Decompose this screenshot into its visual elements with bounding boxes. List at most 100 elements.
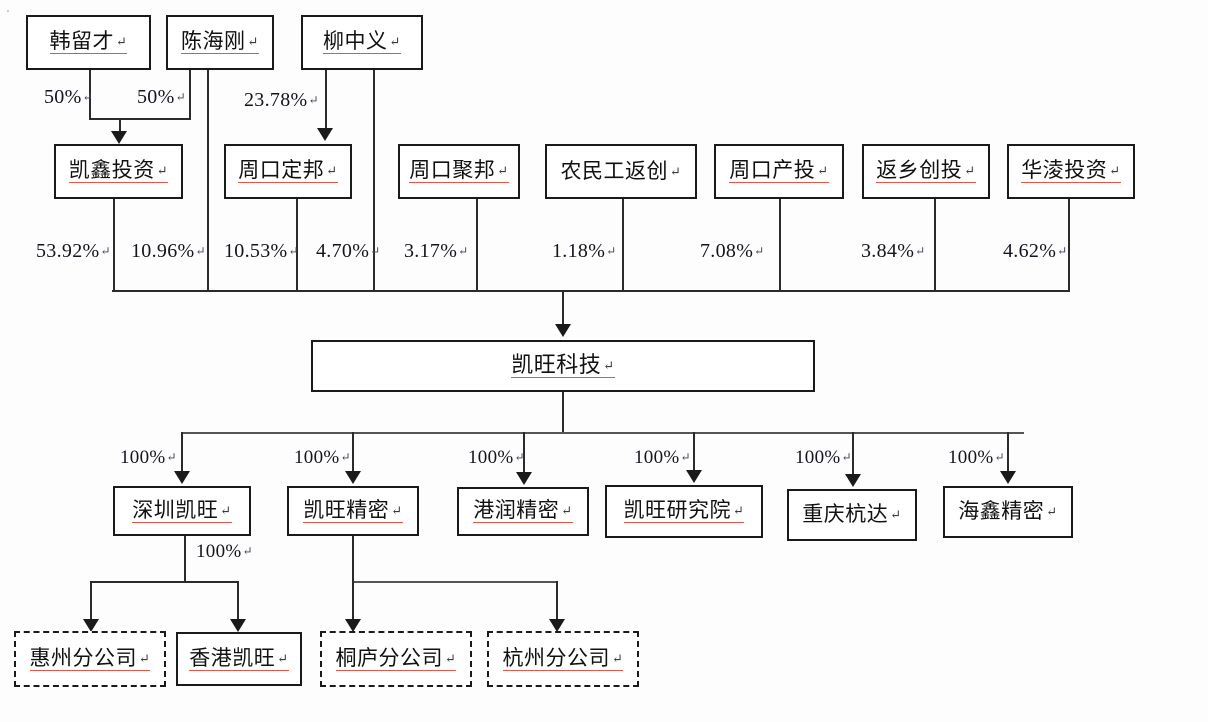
connector-jingmi-to-tonglu (352, 581, 354, 622)
connector-sub-drop-1 (181, 432, 183, 473)
connector-han-chen-join (89, 118, 191, 120)
node-zhoukou-jubang[interactable]: 周口聚邦 (398, 144, 520, 199)
pct-chen: 10.96% (131, 240, 206, 263)
node-zhoukou-chantou[interactable]: 周口产投 (714, 144, 844, 199)
node-label: 周口定邦 (238, 160, 338, 183)
node-label: 深圳凯旺 (132, 499, 232, 523)
node-label: 桐庐分公司 (335, 647, 457, 671)
connector-sub-drop-2 (352, 432, 354, 473)
connector-sub-drop-4 (693, 432, 695, 472)
pct-sub-3: 100% (468, 447, 525, 469)
node-label: 港润精密 (473, 500, 573, 523)
node-label: 凯旺精密 (303, 499, 403, 523)
pct-sub-1: 100% (120, 447, 177, 469)
pct-sz-to-branches: 100% (196, 541, 253, 563)
node-kaiwang-keji[interactable]: 凯旺科技 (311, 340, 815, 392)
connector-fanxiang-down (934, 199, 936, 292)
arrow-into-haixin (1000, 471, 1016, 484)
node-hualing-touzi[interactable]: 华淩投资 (1007, 144, 1135, 199)
connector-kaixin-drop (119, 118, 121, 135)
node-liu-zhongyi[interactable]: 柳中义 (301, 15, 423, 70)
node-haixin-jingmi[interactable]: 海鑫精密 (943, 486, 1073, 538)
stray-mark: ' (7, 8, 9, 20)
connector-jingmi-to-hangzhou (556, 581, 558, 622)
pct-liu: 4.70% (316, 240, 381, 263)
node-hongkong-kaiwang[interactable]: 香港凯旺 (176, 632, 302, 686)
connector-jingmi-split (352, 581, 557, 583)
connector-kaixin-down (113, 199, 115, 292)
node-label: 周口聚邦 (409, 160, 509, 183)
arrow-into-gangrun (516, 472, 532, 485)
connector-jubang-down (476, 199, 478, 292)
node-hangzhou-branch[interactable]: 杭州分公司 (487, 631, 639, 687)
pct-dingbang: 10.53% (224, 240, 299, 263)
node-fanxiang-chuangtou[interactable]: 返乡创投 (862, 144, 990, 199)
node-kaiwang-jingmi[interactable]: 凯旺精密 (287, 486, 419, 536)
node-han-liucai[interactable]: 韩留才 (26, 15, 151, 70)
connector-sz-to-hk (237, 581, 239, 622)
pct-jubang: 3.17% (404, 240, 469, 263)
connector-chen-passthrough (207, 70, 209, 292)
node-tonglu-branch[interactable]: 桐庐分公司 (320, 631, 472, 687)
connector-liu-to-dingbang (325, 70, 327, 131)
node-label: 返乡创投 (876, 160, 976, 183)
pct-sub-2: 100% (294, 447, 351, 469)
connector-fanchuang-down (622, 199, 624, 292)
node-shenzhen-kaiwang[interactable]: 深圳凯旺 (113, 486, 251, 536)
pct-chen-to-kaixin: 50% (137, 86, 186, 109)
arrow-into-hk-kaiwang (230, 619, 246, 632)
arrow-into-yanjiuyuan (686, 470, 702, 483)
node-label: 海鑫精密 (958, 501, 1057, 523)
connector-chantou-down (779, 199, 781, 292)
arrow-into-hangzhou (549, 619, 565, 632)
node-label: 惠州分公司 (29, 647, 151, 671)
pct-sub-6: 100% (948, 447, 1005, 469)
node-label: 重庆杭达 (802, 504, 901, 526)
node-label: 农民工返创 (561, 160, 682, 183)
node-zhoukou-dingbang[interactable]: 周口定邦 (224, 144, 352, 199)
arrow-into-sz-kaiwang (174, 471, 190, 484)
connector-shareholder-bus (112, 290, 1070, 292)
node-nongmingong-fanchuang[interactable]: 农民工返创 (545, 144, 697, 199)
pct-sub-4: 100% (634, 447, 691, 469)
arrow-into-chongqing (845, 474, 861, 487)
connector-sub-drop-5 (852, 432, 854, 476)
arrow-into-kaixin (111, 131, 127, 144)
pct-fanchuang: 1.18% (552, 240, 617, 263)
node-label: 柳中义 (323, 31, 401, 54)
node-label: 陈海刚 (181, 31, 259, 54)
pct-hualing: 4.62% (1003, 240, 1068, 263)
node-chen-haigang[interactable]: 陈海刚 (166, 15, 274, 70)
node-label: 华淩投资 (1021, 160, 1121, 183)
arrow-into-company (555, 324, 571, 337)
node-huizhou-branch[interactable]: 惠州分公司 (14, 631, 166, 687)
node-label: 杭州分公司 (502, 647, 624, 671)
connector-sz-split (90, 581, 239, 583)
pct-liu-to-dingbang: 23.78% (244, 89, 319, 112)
arrow-into-tonglu (345, 619, 361, 632)
node-kaiwang-yanjiuyuan[interactable]: 凯旺研究院 (605, 485, 763, 538)
pct-sub-5: 100% (795, 447, 852, 469)
node-chongqing-hangda[interactable]: 重庆杭达 (787, 489, 917, 541)
arrow-into-kaiwang-jingmi (345, 471, 361, 484)
connector-sz-down (184, 536, 186, 583)
connector-bus-to-company (562, 290, 564, 326)
node-gangrun-jingmi[interactable]: 港润精密 (457, 487, 589, 536)
connector-sz-to-huizhou (90, 581, 92, 622)
node-label: 周口产投 (729, 160, 829, 183)
pct-chantou: 7.08% (700, 240, 765, 263)
connector-company-down (562, 392, 564, 433)
connector-hualing-down (1068, 199, 1070, 292)
node-label: 香港凯旺 (189, 647, 289, 671)
node-label: 凯旺研究院 (623, 500, 745, 523)
connector-jingmi-down (352, 536, 354, 583)
pct-fanxiang: 3.84% (861, 240, 926, 263)
connector-chen-to-kaixin-down (189, 70, 191, 120)
pct-han-to-kaixin: 50% (44, 86, 93, 109)
pct-kaixin: 53.92% (36, 240, 111, 263)
node-kaixin-touzi[interactable]: 凯鑫投资 (54, 144, 183, 199)
connector-subsidiary-bus (181, 432, 1024, 434)
node-label: 凯旺科技 (511, 354, 615, 378)
node-label: 凯鑫投资 (68, 160, 169, 183)
